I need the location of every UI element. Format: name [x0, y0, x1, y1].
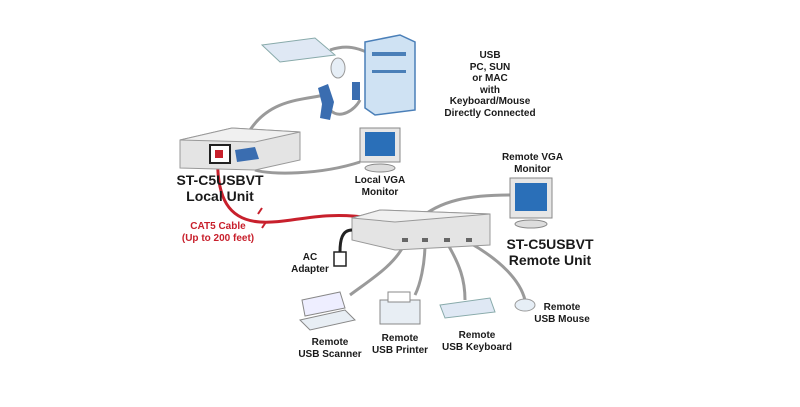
pc-label-line: USB	[479, 50, 501, 61]
keyboard-label: Remote USB Keyboard	[437, 330, 517, 353]
printer-icon	[379, 291, 421, 325]
remote-monitor-label: Remote VGA Monitor	[495, 152, 570, 175]
local-unit-label: ST-C5USBVT Local Unit	[170, 172, 270, 204]
scanner-line: USB Scanner	[298, 348, 362, 360]
printer-cable	[413, 242, 427, 296]
vga-cable-local	[254, 160, 361, 175]
keyboard-line: USB Keyboard	[441, 341, 512, 353]
mouse-icon	[330, 57, 346, 79]
local-monitor-line: Local VGA	[354, 175, 406, 186]
pc-label-line: with Keyboard/Mouse	[449, 84, 531, 108]
remote-unit-model: ST-C5USBVT	[506, 236, 594, 252]
remote-monitor-line: Monitor	[514, 163, 551, 175]
printer-line: Remote	[381, 333, 419, 344]
local-unit-model: ST-C5USBVT	[176, 172, 264, 188]
pc-label-line: PC, SUN	[469, 61, 511, 73]
ac-adapter-icon	[333, 251, 347, 267]
mouse-line: Remote	[543, 302, 581, 313]
printer-label: Remote USB Printer	[365, 333, 435, 356]
vga-connector-icon	[318, 84, 334, 120]
cable-label-line: CAT5 Cable	[190, 221, 246, 232]
scanner-icon	[299, 291, 356, 331]
keyboard-icon	[260, 37, 337, 63]
remote-mouse-icon	[514, 298, 536, 312]
mouse-label: Remote USB Mouse	[527, 302, 597, 325]
local-unit-icon	[179, 127, 301, 171]
ac-adapter-label: AC Adapter	[285, 252, 335, 275]
pc-label: USB PC, SUN or MAC with Keyboard/Mouse D…	[440, 50, 540, 119]
remote-unit-name: Remote Unit	[508, 252, 592, 269]
cable-break-icon	[257, 207, 267, 229]
cable-label: CAT5 Cable (Up to 200 feet)	[168, 221, 268, 244]
pc-label-line: or MAC	[472, 73, 508, 84]
ac-adapter-line: Adapter	[291, 263, 329, 275]
usb-cable-pc	[328, 99, 362, 116]
printer-line: USB Printer	[371, 344, 429, 356]
remote-unit-label: ST-C5USBVT Remote Unit	[500, 236, 600, 268]
scanner-cable	[349, 242, 407, 297]
pc-tower-icon	[364, 34, 416, 116]
local-monitor-line: Monitor	[361, 186, 399, 198]
remote-monitor-icon	[509, 177, 553, 229]
usb-connector-icon	[352, 82, 360, 100]
mouse-cable-remote	[469, 241, 527, 301]
pc-label-line: Directly Connected	[444, 107, 536, 119]
local-monitor-icon	[359, 127, 401, 173]
keyboard-line: Remote	[458, 330, 496, 341]
cable-label-line: (Up to 200 feet)	[181, 232, 255, 244]
cat5-cable	[216, 149, 371, 224]
local-unit-name: Local Unit	[186, 188, 254, 205]
remote-keyboard-icon	[439, 297, 496, 319]
mouse-line: USB Mouse	[534, 313, 590, 325]
scanner-label: Remote USB Scanner	[290, 337, 370, 360]
keyboard-cable-remote	[445, 242, 467, 301]
usb-cable-local	[248, 93, 326, 131]
scanner-line: Remote	[311, 337, 349, 348]
remote-monitor-line: Remote VGA	[501, 152, 564, 163]
local-monitor-label: Local VGA Monitor	[345, 175, 415, 198]
remote-unit-icon	[351, 209, 491, 251]
ac-adapter-line: AC	[302, 252, 318, 263]
